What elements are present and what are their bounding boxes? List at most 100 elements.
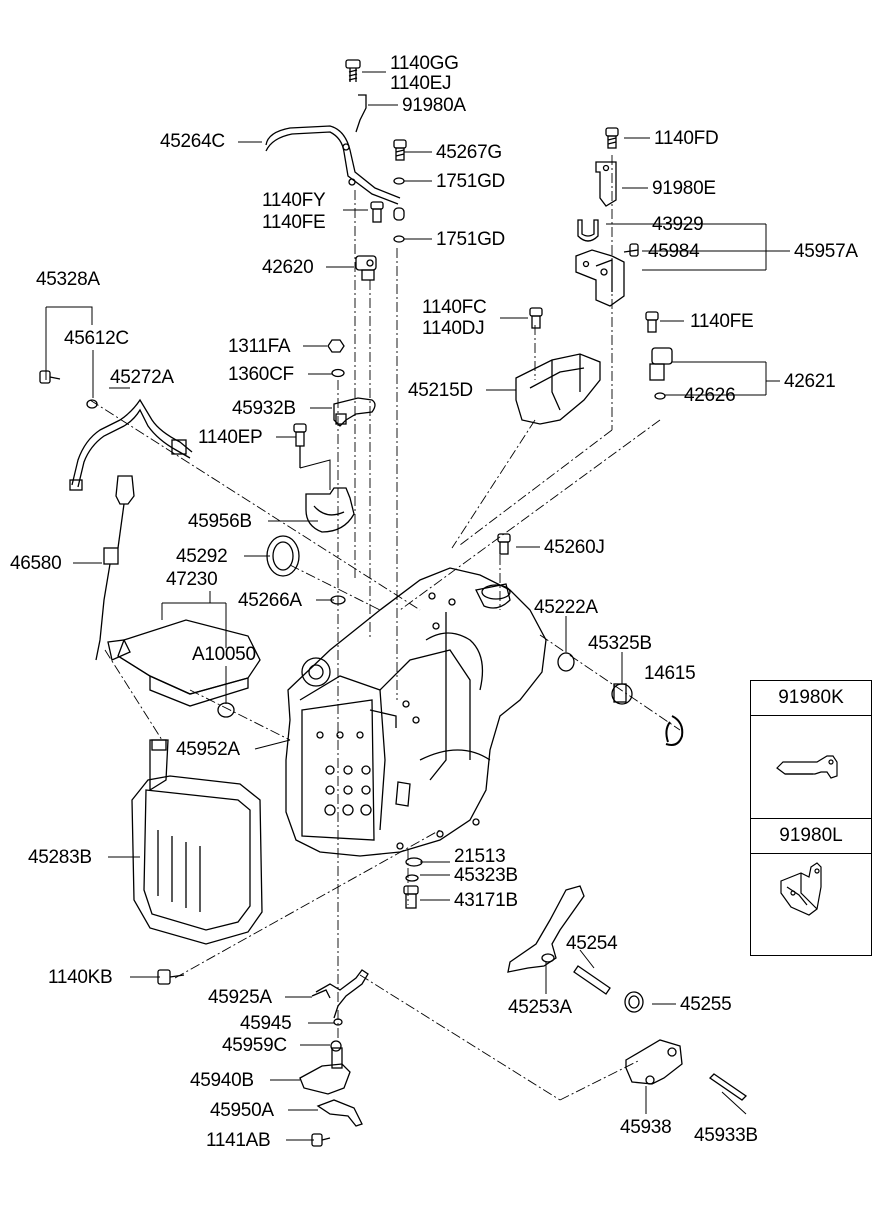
part-label-1140fe-right: 1140FE (690, 311, 754, 332)
filter-47230 (107, 619, 261, 707)
bolt-1140kb (157, 969, 185, 985)
part-label-45266a: 45266A (238, 590, 302, 611)
dipstick-46580 (95, 475, 135, 661)
part-label-45984: 45984 (648, 241, 700, 262)
part-label-91980e: 91980E (652, 178, 716, 199)
part-label-45925a: 45925A (208, 987, 272, 1008)
washer-21513 (405, 857, 423, 867)
part-label-42621: 42621 (784, 371, 836, 392)
part-label-45933b: 45933B (694, 1125, 758, 1146)
bracket-91980l-icon (780, 862, 822, 916)
bolt-1141ab (311, 1133, 331, 1147)
part-label-45932b: 45932B (232, 398, 296, 419)
part-label-1140dj: 1140DJ (422, 318, 485, 339)
gasket-45292 (266, 535, 300, 577)
part-label-47230: 47230 (166, 569, 218, 590)
lever-45940b (299, 1047, 351, 1095)
o-ring-a10050 (217, 702, 235, 718)
o-ring-42626 (654, 392, 666, 400)
bolt-1140fc (529, 307, 543, 329)
sensor-42620 (355, 255, 377, 281)
washer-1360cf (331, 368, 345, 378)
pipe-45264c (265, 94, 401, 205)
part-label-91980a: 91980A (402, 95, 466, 116)
pipe-45272a (69, 398, 193, 491)
part-label-45612c: 45612C (64, 328, 129, 349)
seal-45222a (557, 652, 575, 672)
part-label-45328a: 45328A (36, 269, 100, 290)
bolt-45260j (497, 533, 511, 555)
part-label-14615: 14615 (644, 663, 696, 684)
part-label-a10050: A10050 (192, 644, 256, 665)
part-label-45952a: 45952A (176, 739, 240, 760)
part-label-43929: 43929 (652, 214, 704, 235)
part-label-1140fy: 1140FY (262, 190, 326, 211)
bracket-91980e (595, 161, 617, 207)
leader-lines (45, 71, 790, 1141)
part-label-45292: 45292 (176, 546, 228, 567)
part-label-1140kb: 1140KB (48, 967, 113, 988)
part-label-1751gd-lower: 1751GD (436, 229, 505, 250)
washer-1751gd-lower (393, 235, 405, 243)
part-label-45267g: 45267G (436, 142, 502, 163)
nut-1311fa (327, 339, 345, 353)
plug-43171b (403, 885, 419, 909)
part-label-45325b: 45325B (588, 633, 652, 654)
part-label-45255: 45255 (680, 994, 732, 1015)
part-label-21513: 21513 (454, 846, 506, 867)
part-label-1140ej: 1140EJ (390, 73, 452, 94)
bracket-45215d (515, 353, 601, 425)
bolt-45984 (623, 243, 639, 257)
part-label-45938: 45938 (620, 1117, 672, 1138)
part-label-45323b: 45323B (454, 865, 518, 886)
part-label-45264c: 45264C (160, 131, 225, 152)
part-label-1140ep: 1140EP (198, 427, 263, 448)
part-label-1751gd-upper: 1751GD (436, 171, 505, 192)
part-label-43171b: 43171B (454, 890, 518, 911)
part-label-45957a: 45957A (794, 241, 858, 262)
seal-45255 (624, 991, 644, 1013)
assembly-center-lines (89, 155, 681, 1101)
inset-title-91980l: 91980L (751, 818, 871, 854)
bracket-45938 (625, 1039, 683, 1085)
plug-45325b (611, 683, 633, 705)
part-label-45222a: 45222A (534, 597, 598, 618)
snap-ring-14615 (665, 715, 684, 746)
part-label-45283b: 45283B (28, 847, 92, 868)
part-label-46580: 46580 (10, 553, 62, 574)
part-label-42620: 42620 (262, 257, 314, 278)
bolt-45267g (393, 139, 407, 161)
part-label-1140fe-left: 1140FE (262, 212, 326, 233)
part-label-45956b: 45956B (188, 511, 252, 532)
inset-panel: 91980K 91980L (750, 680, 872, 956)
o-ring-45612c (86, 399, 98, 409)
transaxle-case-45952a (285, 567, 547, 857)
part-label-45254: 45254 (566, 933, 618, 954)
inset-title-91980k: 91980K (751, 681, 871, 716)
bolt-45328a (39, 370, 61, 384)
part-label-45253a: 45253A (508, 997, 572, 1018)
sensor-45956b (305, 487, 355, 533)
part-label-42626: 42626 (684, 385, 736, 406)
clip-43929 (577, 219, 599, 242)
rod-45925a (311, 969, 369, 1019)
seal-45266a (330, 595, 346, 605)
bracket-91980k-icon (776, 755, 838, 779)
part-label-1140fd: 1140FD (654, 128, 719, 149)
part-label-45950a: 45950A (210, 1100, 274, 1121)
bolt-1140fe-right (645, 311, 659, 333)
clip-45945 (333, 1018, 343, 1026)
lever-45253a (507, 885, 585, 973)
part-label-1311fa: 1311FA (228, 336, 291, 357)
bolt-1140fy (370, 201, 384, 223)
bolt-1140gg (345, 59, 361, 82)
bolt-1140fd (605, 127, 619, 149)
nut-on-pipe (393, 207, 405, 221)
part-label-45215d: 45215D (408, 380, 473, 401)
part-label-45272a: 45272A (110, 367, 174, 388)
lever-45950a (316, 1099, 363, 1127)
washer-1751gd-upper (393, 177, 405, 185)
part-label-1360cf: 1360CF (228, 364, 294, 385)
part-label-45940b: 45940B (190, 1070, 254, 1091)
